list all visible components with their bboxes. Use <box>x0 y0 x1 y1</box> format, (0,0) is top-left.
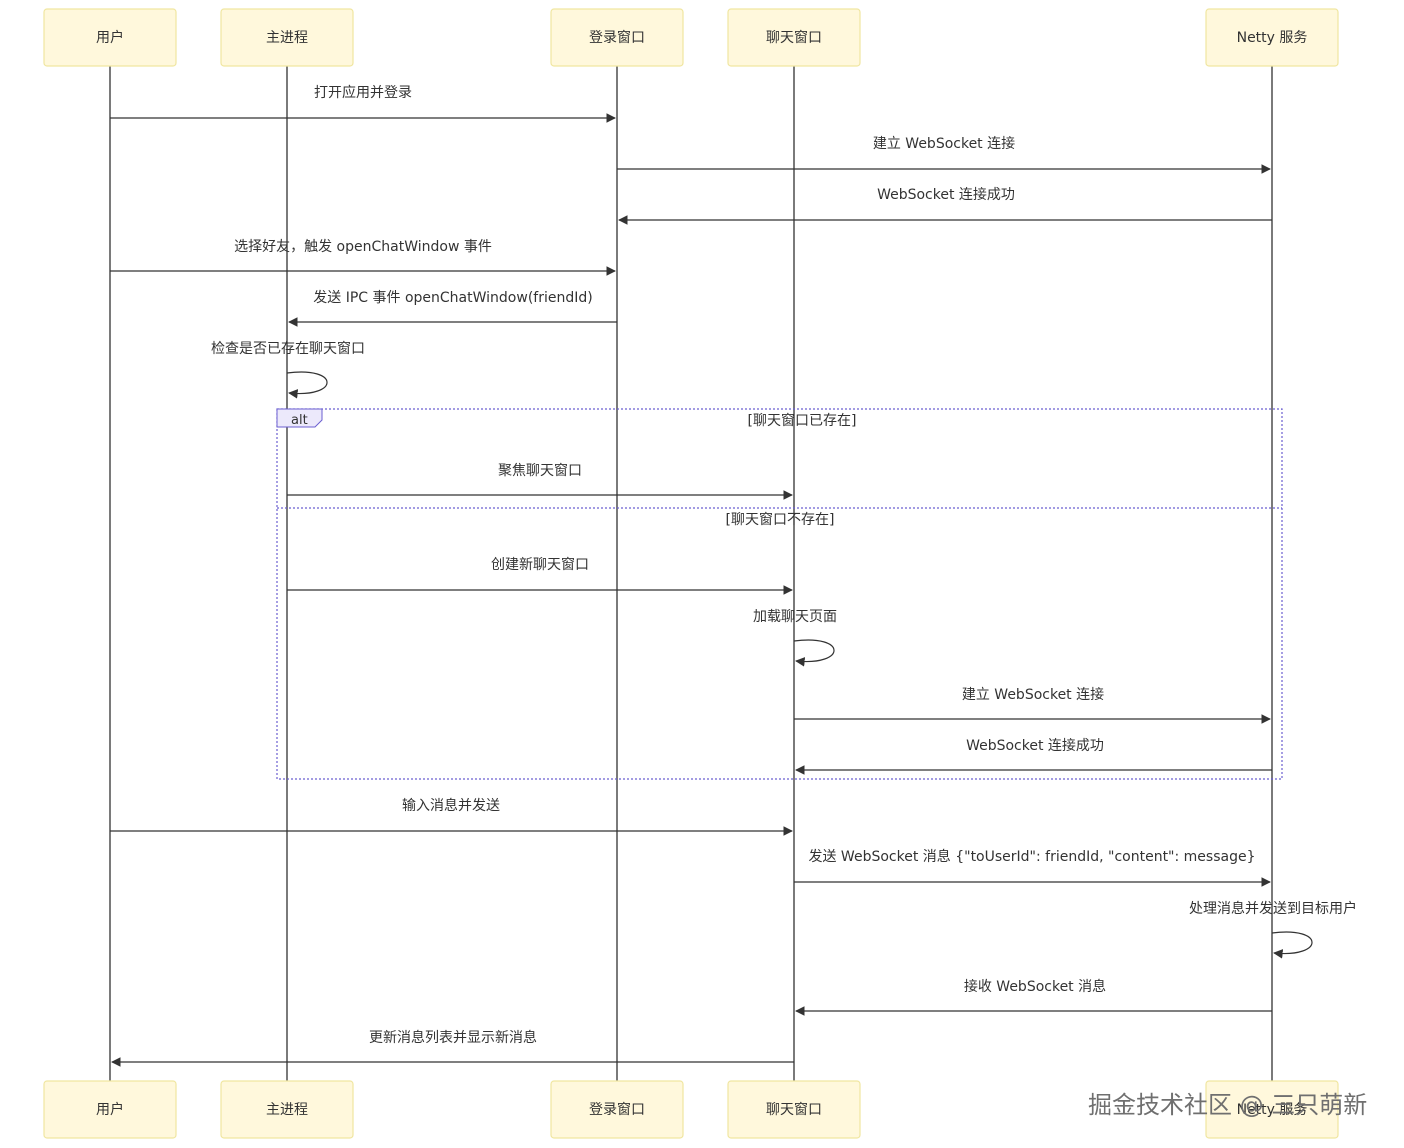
actor-top-user: 用户 <box>43 8 177 67</box>
actor-bottom-chat: 聊天窗口 <box>727 1080 861 1139</box>
message-label: 选择好友，触发 openChatWindow 事件 <box>234 239 492 255</box>
message-label: 打开应用并登录 <box>314 84 412 101</box>
actor-label: Netty 服务 <box>1237 30 1308 46</box>
alt-condition-not-exists: [聊天窗口不存在] <box>726 511 835 528</box>
message-open-app-login: 打开应用并登录 <box>110 84 616 123</box>
actor-label: 聊天窗口 <box>766 1101 822 1118</box>
message-label: 检查是否已存在聊天窗口 <box>211 340 365 357</box>
message-label: 处理消息并发送到目标用户 <box>1189 900 1357 917</box>
actor-label: 用户 <box>96 1101 124 1118</box>
alt-condition-exists: [聊天窗口已存在] <box>748 412 857 429</box>
message-send-ipc-event: 发送 IPC 事件 openChatWindow(friendId) <box>288 290 617 327</box>
message-label: 加载聊天页面 <box>753 609 837 625</box>
actor-label: 聊天窗口 <box>766 29 822 46</box>
message-check-window-self: 检查是否已存在聊天窗口 <box>211 340 365 399</box>
message-focus-chat-window: 聚焦聊天窗口 <box>287 462 793 500</box>
actor-top-netty: Netty 服务 <box>1205 8 1339 67</box>
message-label: 输入消息并发送 <box>402 797 500 814</box>
message-label: 建立 WebSocket 连接 <box>962 686 1104 703</box>
message-receive-ws-message: 接收 WebSocket 消息 <box>795 978 1272 1016</box>
actor-top-chat: 聊天窗口 <box>727 8 861 67</box>
actor-top-main: 主进程 <box>220 8 354 67</box>
message-login-connect-ws: 建立 WebSocket 连接 <box>617 135 1271 174</box>
message-label: 发送 IPC 事件 openChatWindow(friendId) <box>313 290 592 306</box>
actor-label: 登录窗口 <box>589 1101 645 1118</box>
actor-label: 登录窗口 <box>589 29 645 46</box>
actor-label: Netty 服务 <box>1237 1102 1308 1118</box>
alt-frame: alt [聊天窗口已存在] [聊天窗口不存在] <box>276 408 1283 780</box>
message-input-and-send: 输入消息并发送 <box>110 797 793 836</box>
actor-label: 主进程 <box>266 1102 308 1118</box>
message-update-message-list: 更新消息列表并显示新消息 <box>111 1029 794 1067</box>
actor-label: 主进程 <box>266 30 308 46</box>
actor-bottom-login: 登录窗口 <box>550 1080 684 1139</box>
message-process-forward-self: 处理消息并发送到目标用户 <box>1189 900 1357 959</box>
alt-tag: alt <box>291 413 308 428</box>
message-ws-connected-chat: WebSocket 连接成功 <box>795 737 1272 775</box>
actor-bottom-main: 主进程 <box>220 1080 354 1139</box>
message-label: 接收 WebSocket 消息 <box>964 978 1106 995</box>
message-label: 建立 WebSocket 连接 <box>873 135 1015 152</box>
message-chat-connect-ws: 建立 WebSocket 连接 <box>794 686 1271 724</box>
watermark-text: 掘金技术社区 @ 三只萌新 <box>1088 1091 1367 1119</box>
message-ws-connected-login: WebSocket 连接成功 <box>618 186 1272 225</box>
message-send-ws-message: 发送 WebSocket 消息 {"toUserId": friendId, "… <box>794 848 1271 887</box>
message-label: WebSocket 连接成功 <box>966 737 1104 754</box>
actor-bottom-netty: Netty 服务 <box>1205 1080 1339 1139</box>
message-label: 发送 WebSocket 消息 {"toUserId": friendId, "… <box>808 848 1255 865</box>
actor-bottom-user: 用户 <box>43 1080 177 1139</box>
message-label: 创建新聊天窗口 <box>491 556 589 573</box>
message-label: 聚焦聊天窗口 <box>498 462 582 479</box>
message-create-chat-window: 创建新聊天窗口 <box>287 556 793 595</box>
message-label: 更新消息列表并显示新消息 <box>369 1029 537 1046</box>
message-select-friend: 选择好友，触发 openChatWindow 事件 <box>110 239 616 276</box>
actor-top-login: 登录窗口 <box>550 8 684 67</box>
actor-label: 用户 <box>96 29 124 46</box>
message-label: WebSocket 连接成功 <box>877 186 1015 203</box>
message-load-chat-page-self: 加载聊天页面 <box>753 609 837 667</box>
